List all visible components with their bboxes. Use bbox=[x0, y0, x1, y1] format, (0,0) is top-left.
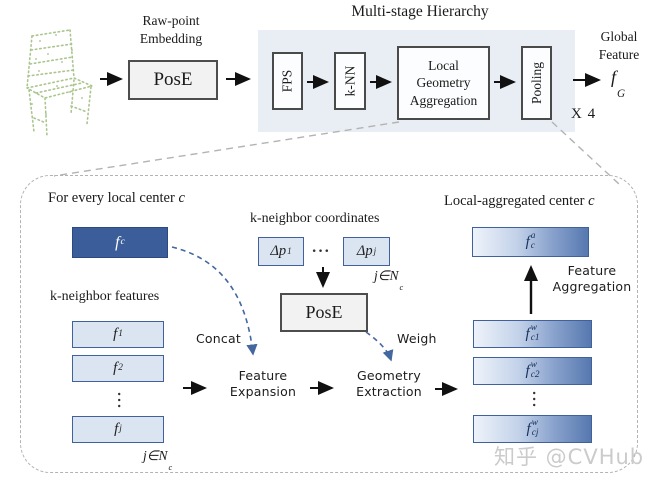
knn-label: k-NN bbox=[342, 65, 357, 97]
pose-bottom-label: PosE bbox=[305, 302, 343, 322]
pose-box-bottom: PosE bbox=[280, 293, 368, 332]
right-vertical-ellipsis: ··· bbox=[525, 389, 542, 409]
concat-label: Concat bbox=[196, 331, 241, 346]
left-vertical-ellipsis: ··· bbox=[110, 390, 127, 410]
repeat-x4-label: X 4 bbox=[571, 106, 597, 122]
pooling-label: Pooling bbox=[528, 61, 544, 105]
lga-label: Local Geometry Aggregation bbox=[409, 57, 478, 108]
middle-horizontal-ellipsis: ··· bbox=[311, 243, 331, 260]
fps-box: FPS bbox=[272, 52, 303, 110]
feature-aggregation-label: Feature Aggregation bbox=[552, 263, 632, 294]
for-every-local-center-label: For every local center c bbox=[48, 190, 185, 206]
fps-label: FPS bbox=[279, 69, 295, 93]
hierarchy-title: Multi-stage Hierarchy bbox=[351, 3, 489, 20]
pose-label: PosE bbox=[153, 69, 193, 90]
geometry-extraction-label: Geometry Extraction bbox=[356, 368, 422, 399]
weigh-label: Weigh bbox=[397, 331, 437, 346]
watermark: 知乎 @CVHub bbox=[494, 445, 645, 469]
local-geometry-aggregation-box: Local Geometry Aggregation bbox=[397, 46, 490, 120]
pose-box-top: PosE bbox=[128, 60, 218, 100]
knn-box: k-NN bbox=[334, 52, 366, 110]
k-neighbor-coordinates-label: k-neighbor coordinates bbox=[250, 211, 380, 226]
pooling-box: Pooling bbox=[521, 46, 552, 120]
local-aggregated-center-label: Local-aggregated center c bbox=[444, 193, 595, 209]
chair-point-cloud-image bbox=[26, 29, 95, 137]
raw-point-embedding-label: Raw-point Embedding bbox=[139, 13, 203, 46]
global-feature-label: Global Feature bbox=[598, 29, 640, 62]
feature-expansion-label: Feature Expansion bbox=[229, 368, 297, 399]
k-neighbor-features-label: k-neighbor features bbox=[50, 289, 160, 304]
